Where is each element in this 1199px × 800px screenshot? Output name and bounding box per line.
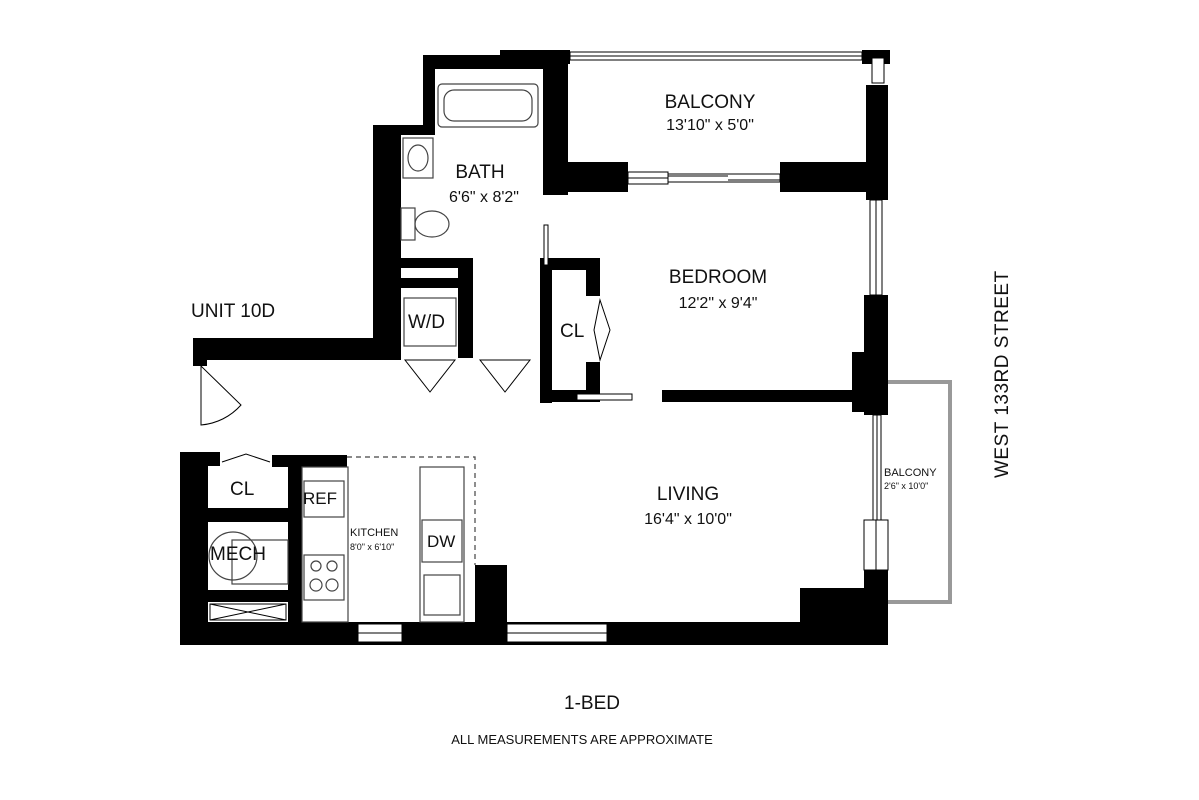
- wd-door-left: [403, 359, 457, 393]
- bathtub: [437, 83, 539, 128]
- entry-north-wall: [193, 338, 401, 360]
- bath-name: BATH: [455, 162, 505, 183]
- plan-type: 1-BED: [564, 693, 620, 714]
- entry-closet-top-left: [180, 452, 220, 466]
- kitchen-name: KITCHEN: [350, 527, 399, 539]
- bedroom-top-wall-right: [780, 162, 888, 192]
- wd-right-wall: [458, 258, 473, 358]
- toilet-tank: [400, 207, 416, 241]
- wd-door-right: [478, 359, 532, 393]
- walls: [180, 50, 890, 645]
- bath-left-upper-wall: [423, 55, 435, 135]
- bath-left-wall: [373, 125, 401, 355]
- wd-mid-wall: [401, 278, 473, 288]
- street-label: WEST 133RD STREET: [992, 270, 1013, 478]
- balcony-top-dims: 13'10" x 5'0": [666, 117, 754, 134]
- dishwasher: [421, 519, 463, 563]
- closet-right-upper-wall: [586, 258, 600, 296]
- fixtures: [208, 83, 539, 623]
- living-dims: 16'4" x 10'0": [644, 511, 732, 528]
- entry-north-stub: [193, 338, 207, 366]
- wd-label: W/D: [408, 312, 445, 333]
- kitchen-pier: [475, 565, 507, 645]
- refrigerator: [303, 480, 345, 518]
- bedroom-closet-label: CL: [560, 321, 585, 342]
- kitchen-sink: [423, 574, 461, 616]
- side-balcony-dims: 2'6" x 10'0": [884, 481, 929, 491]
- entry-closet-label: CL: [230, 479, 255, 500]
- entry-closet-bifold: [221, 453, 271, 463]
- bedroom-bottom-wall: [662, 390, 867, 402]
- counter-left: [301, 466, 349, 623]
- bedroom-closet-door: [543, 224, 549, 266]
- upper-cabinets: [347, 456, 476, 565]
- bath-step-wall: [373, 125, 435, 135]
- wd-top-wall: [401, 258, 473, 268]
- living-name: LIVING: [656, 484, 720, 505]
- east-wall-pier: [852, 352, 888, 412]
- stove: [303, 554, 345, 601]
- sink: [402, 137, 434, 179]
- bath-dims: 6'6" x 8'2": [449, 189, 519, 206]
- closet-left-wall: [540, 258, 552, 403]
- mech-unit-box: [231, 539, 289, 585]
- unit-label: UNIT 10D: [191, 301, 276, 322]
- washer-dryer-box: [403, 297, 457, 347]
- kitchen-dims: 8'0" x 6'10": [350, 542, 395, 552]
- bedroom-top-wall-left: [543, 162, 628, 192]
- toilet-bowl: [414, 210, 450, 238]
- mech-label: MECH: [210, 544, 266, 565]
- balcony-top-wall-left: [500, 50, 570, 64]
- windows: [209, 51, 889, 643]
- bedroom-dims: 12'2" x 9'4": [678, 295, 758, 312]
- closet-mech-divider: [180, 508, 300, 522]
- entry-closet-top-right: [272, 455, 347, 467]
- kitchen-left-wall: [288, 455, 302, 645]
- mech-bottom-wall: [180, 590, 300, 602]
- disclaimer: ALL MEASUREMENTS ARE APPROXIMATE: [451, 732, 713, 747]
- dw-label: DW: [427, 532, 456, 551]
- closet-bifold: [593, 298, 611, 362]
- side-balcony-name: BALCONY: [884, 467, 937, 479]
- bedroom-name: BEDROOM: [668, 267, 768, 288]
- ref-label: REF: [303, 489, 337, 508]
- doors: [200, 224, 633, 463]
- counter: [419, 466, 465, 623]
- entry-door-swing: [200, 364, 242, 426]
- mech-unit-circle: [208, 531, 258, 581]
- bedroom-slider: [667, 173, 781, 183]
- balcony-top-name: BALCONY: [664, 92, 756, 113]
- corner-window: [871, 57, 885, 84]
- west-wall: [180, 452, 208, 645]
- side-balcony-rail: [888, 380, 952, 604]
- closet-door-leaf: [576, 393, 633, 401]
- closet-top-wall: [540, 258, 600, 270]
